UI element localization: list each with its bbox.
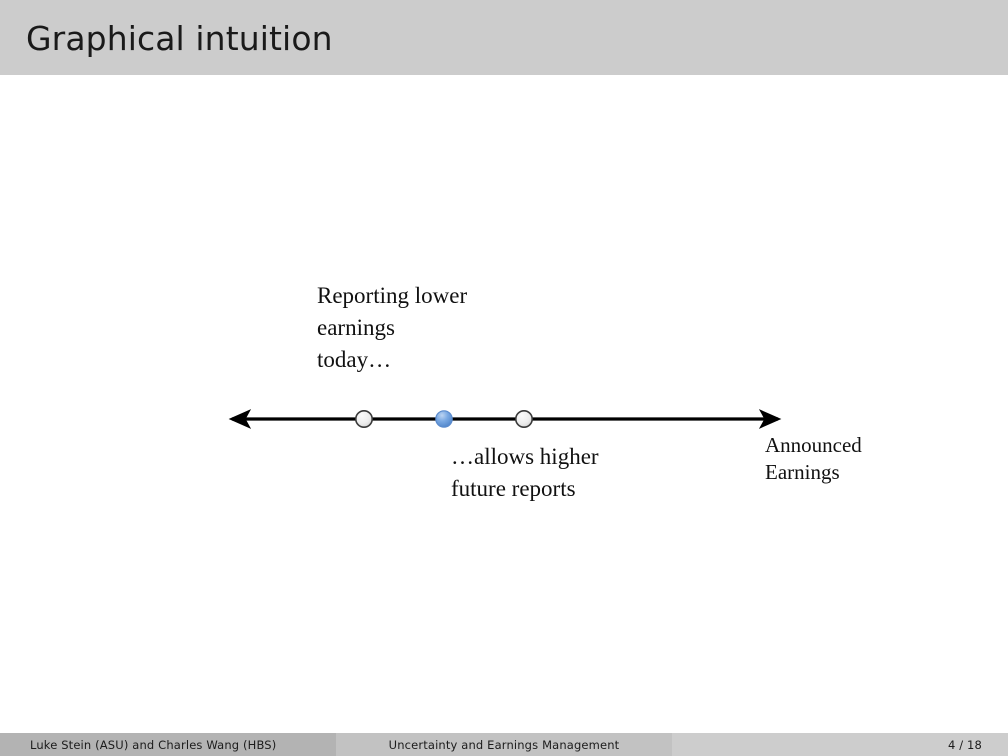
annotation-allows-higher: …allows higher future reports [451, 444, 599, 501]
timeline-diagram [210, 395, 800, 440]
timeline-marker-today [435, 410, 453, 428]
slide-footer-bar: Luke Stein (ASU) and Charles Wang (HBS) … [0, 733, 1008, 756]
slide-header-bar: Graphical intuition [0, 0, 1008, 75]
footer-subject: Uncertainty and Earnings Management [336, 733, 672, 756]
footer-page-number: 4 / 18 [672, 733, 1008, 756]
footer-authors: Luke Stein (ASU) and Charles Wang (HBS) [0, 733, 336, 756]
timeline-marker-future [514, 410, 533, 428]
page-title: Graphical intuition [26, 19, 333, 58]
annotation-reporting-lower: Reporting lower earnings today… [317, 283, 468, 372]
timeline-marker-past [355, 410, 374, 428]
annotation-announced-earnings: Announced Earnings [765, 433, 862, 484]
slide-content-area: Reporting lower earnings today… [0, 75, 1008, 733]
